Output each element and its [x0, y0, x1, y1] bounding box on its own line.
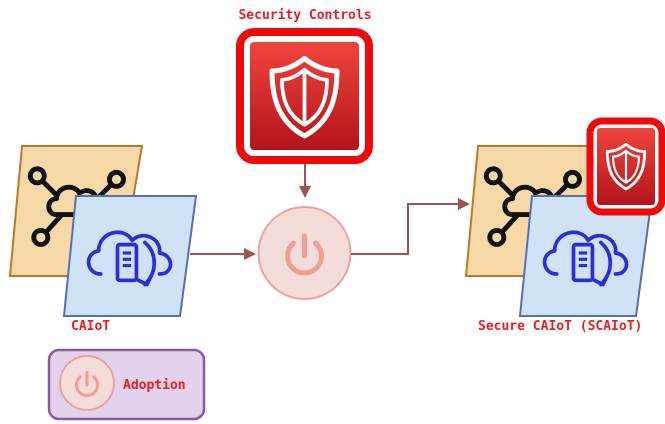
- caiot-cloud-tile: [62, 195, 198, 317]
- adoption-legend: Adoption: [47, 348, 206, 421]
- adoption-power-node: [257, 206, 352, 300]
- scaiot-shield-badge: [586, 117, 665, 216]
- arrow-adoption-to-scaiot: [351, 198, 470, 255]
- caiot-label: CAIoT: [71, 319, 110, 334]
- security-controls-shield: [236, 28, 373, 164]
- arrow-controls-to-adoption: [299, 164, 311, 198]
- security-controls-label: Security Controls: [238, 8, 371, 23]
- arrow-caiot-to-adoption: [190, 248, 256, 260]
- adoption-legend-label: Adoption: [123, 378, 186, 393]
- secure-caiot-label: Secure CAIoT (SCAIoT): [478, 319, 642, 334]
